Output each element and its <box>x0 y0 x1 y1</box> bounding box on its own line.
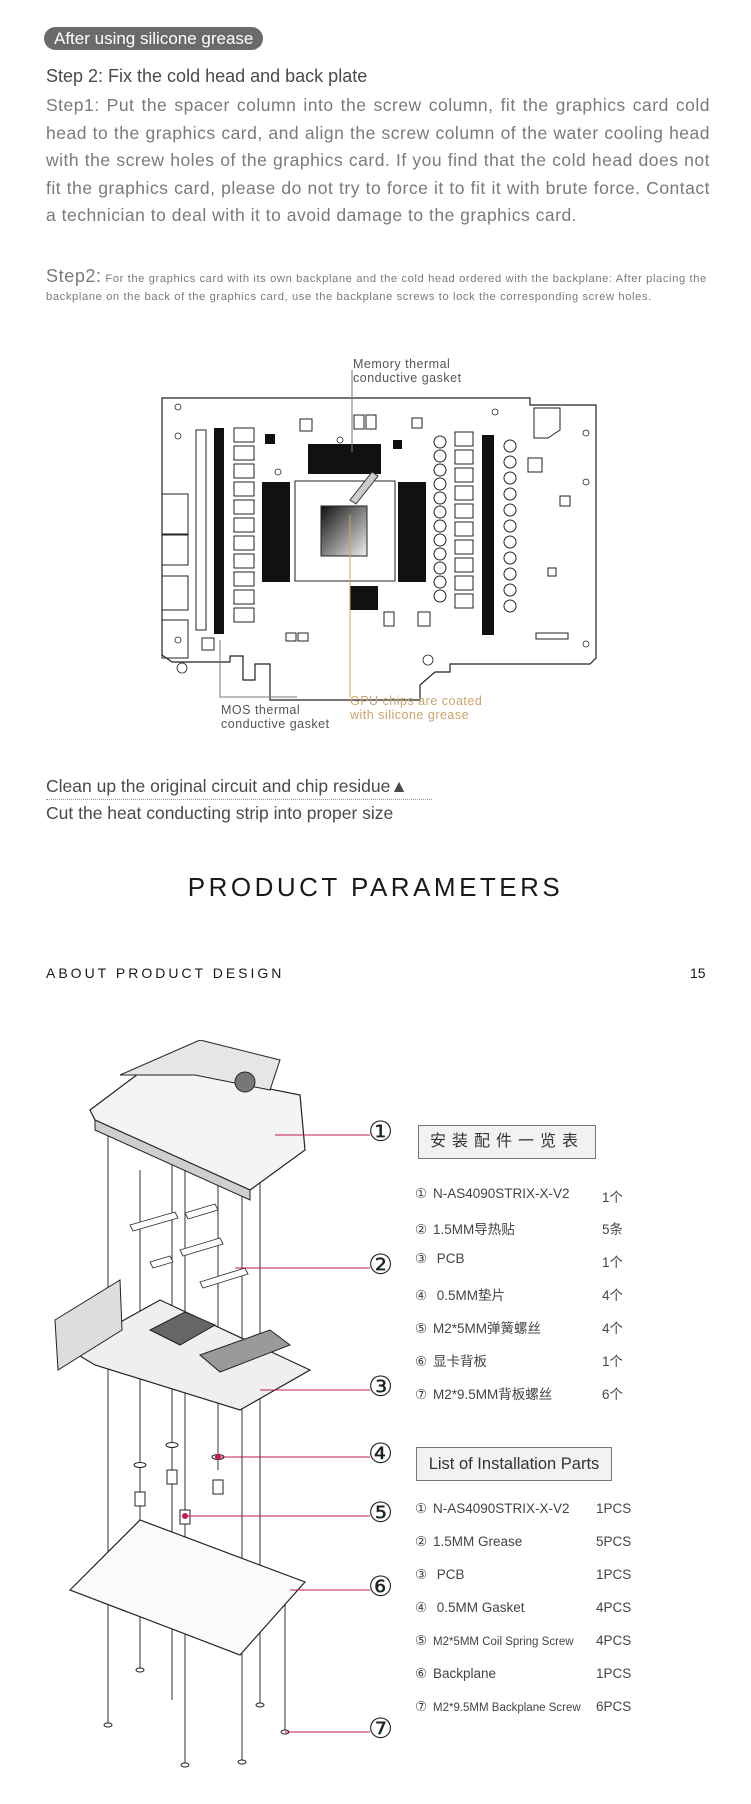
en-parts-list-title: List of Installation Parts <box>416 1447 612 1481</box>
cn-parts-list-title: 安装配件一览表 <box>418 1125 596 1159</box>
callout-7: ⑦ <box>368 1713 394 1744</box>
section-pill: After using silicone grease <box>44 27 264 50</box>
exploded-diagram <box>54 1040 370 1768</box>
step2-label: Step2: <box>46 266 102 286</box>
step2-paragraph: Step2: For the graphics card with its ow… <box>46 266 710 306</box>
callout-5: ⑤ <box>368 1497 394 1528</box>
clean-instruction: Clean up the original circuit and chip r… <box>46 776 432 800</box>
exploded-backplane <box>68 1519 307 1656</box>
callout-6: ⑥ <box>368 1571 394 1602</box>
callout-1: ① <box>368 1116 394 1147</box>
product-parameters-title: PRODUCT PARAMETERS <box>187 872 564 902</box>
step-heading: Step 2: Fix the cold head and back plate <box>46 66 368 86</box>
about-product-design: ABOUT PRODUCT DESIGN <box>46 965 285 981</box>
cut-instruction: Cut the heat conducting strip into prope… <box>46 803 394 823</box>
callout-3: ③ <box>368 1371 394 1402</box>
callout-2: ② <box>368 1249 394 1280</box>
step2-text: For the graphics card with its own backp… <box>46 273 707 303</box>
pcb-diagram <box>161 370 597 701</box>
step1-paragraph: Step1: Put the spacer column into the sc… <box>46 95 710 225</box>
page-number: 15 <box>690 965 706 981</box>
callout-4: ④ <box>368 1438 394 1469</box>
